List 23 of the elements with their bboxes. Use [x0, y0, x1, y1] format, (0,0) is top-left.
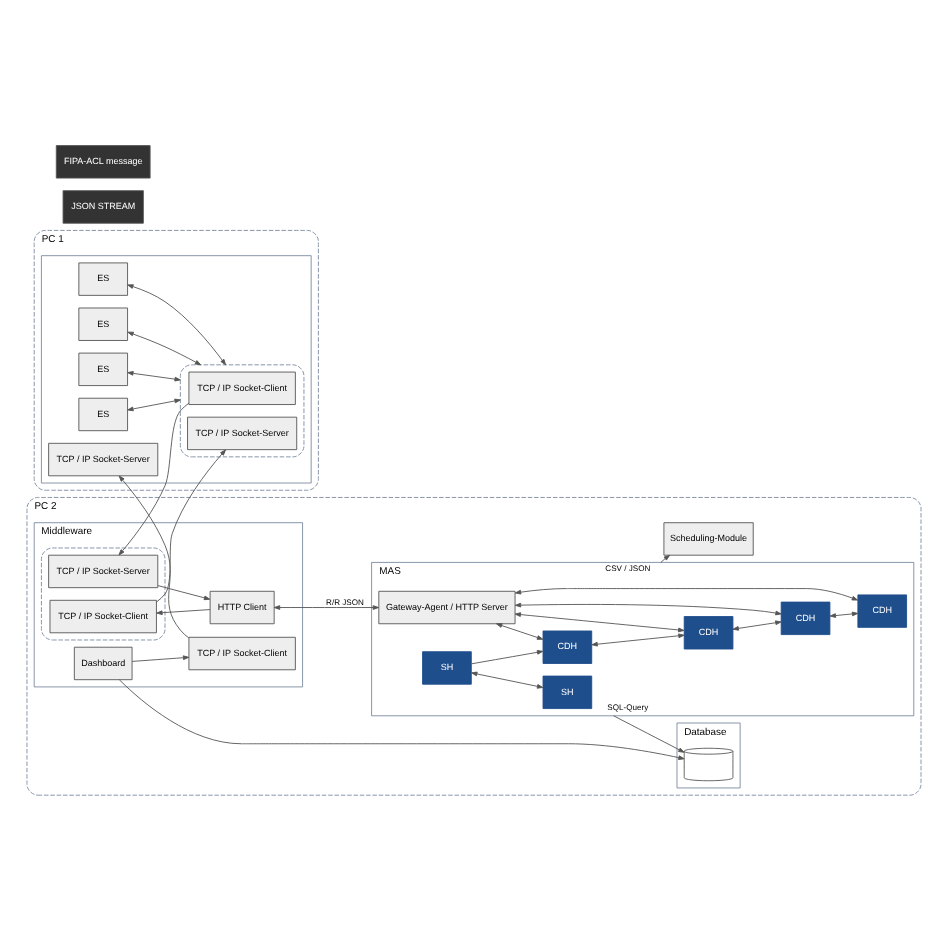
arrow — [157, 585, 211, 601]
arrow — [118, 402, 190, 556]
arrow — [471, 649, 544, 665]
arrow — [127, 371, 181, 382]
arrow — [732, 620, 782, 631]
arrow — [660, 554, 671, 563]
arrow — [156, 609, 211, 616]
arrow — [471, 671, 544, 689]
arrow — [829, 611, 859, 618]
arrow — [514, 612, 685, 633]
arrow — [514, 588, 859, 601]
arrow — [156, 449, 226, 603]
arrow — [118, 475, 190, 639]
arrow — [131, 655, 190, 662]
arrow — [496, 623, 544, 640]
arrow — [613, 715, 685, 753]
arrow — [127, 331, 202, 366]
arrow — [591, 633, 685, 647]
arrow — [127, 284, 227, 366]
arrow — [118, 679, 685, 760]
arrow — [127, 398, 181, 412]
arrow — [514, 602, 782, 616]
arrow — [273, 605, 380, 610]
